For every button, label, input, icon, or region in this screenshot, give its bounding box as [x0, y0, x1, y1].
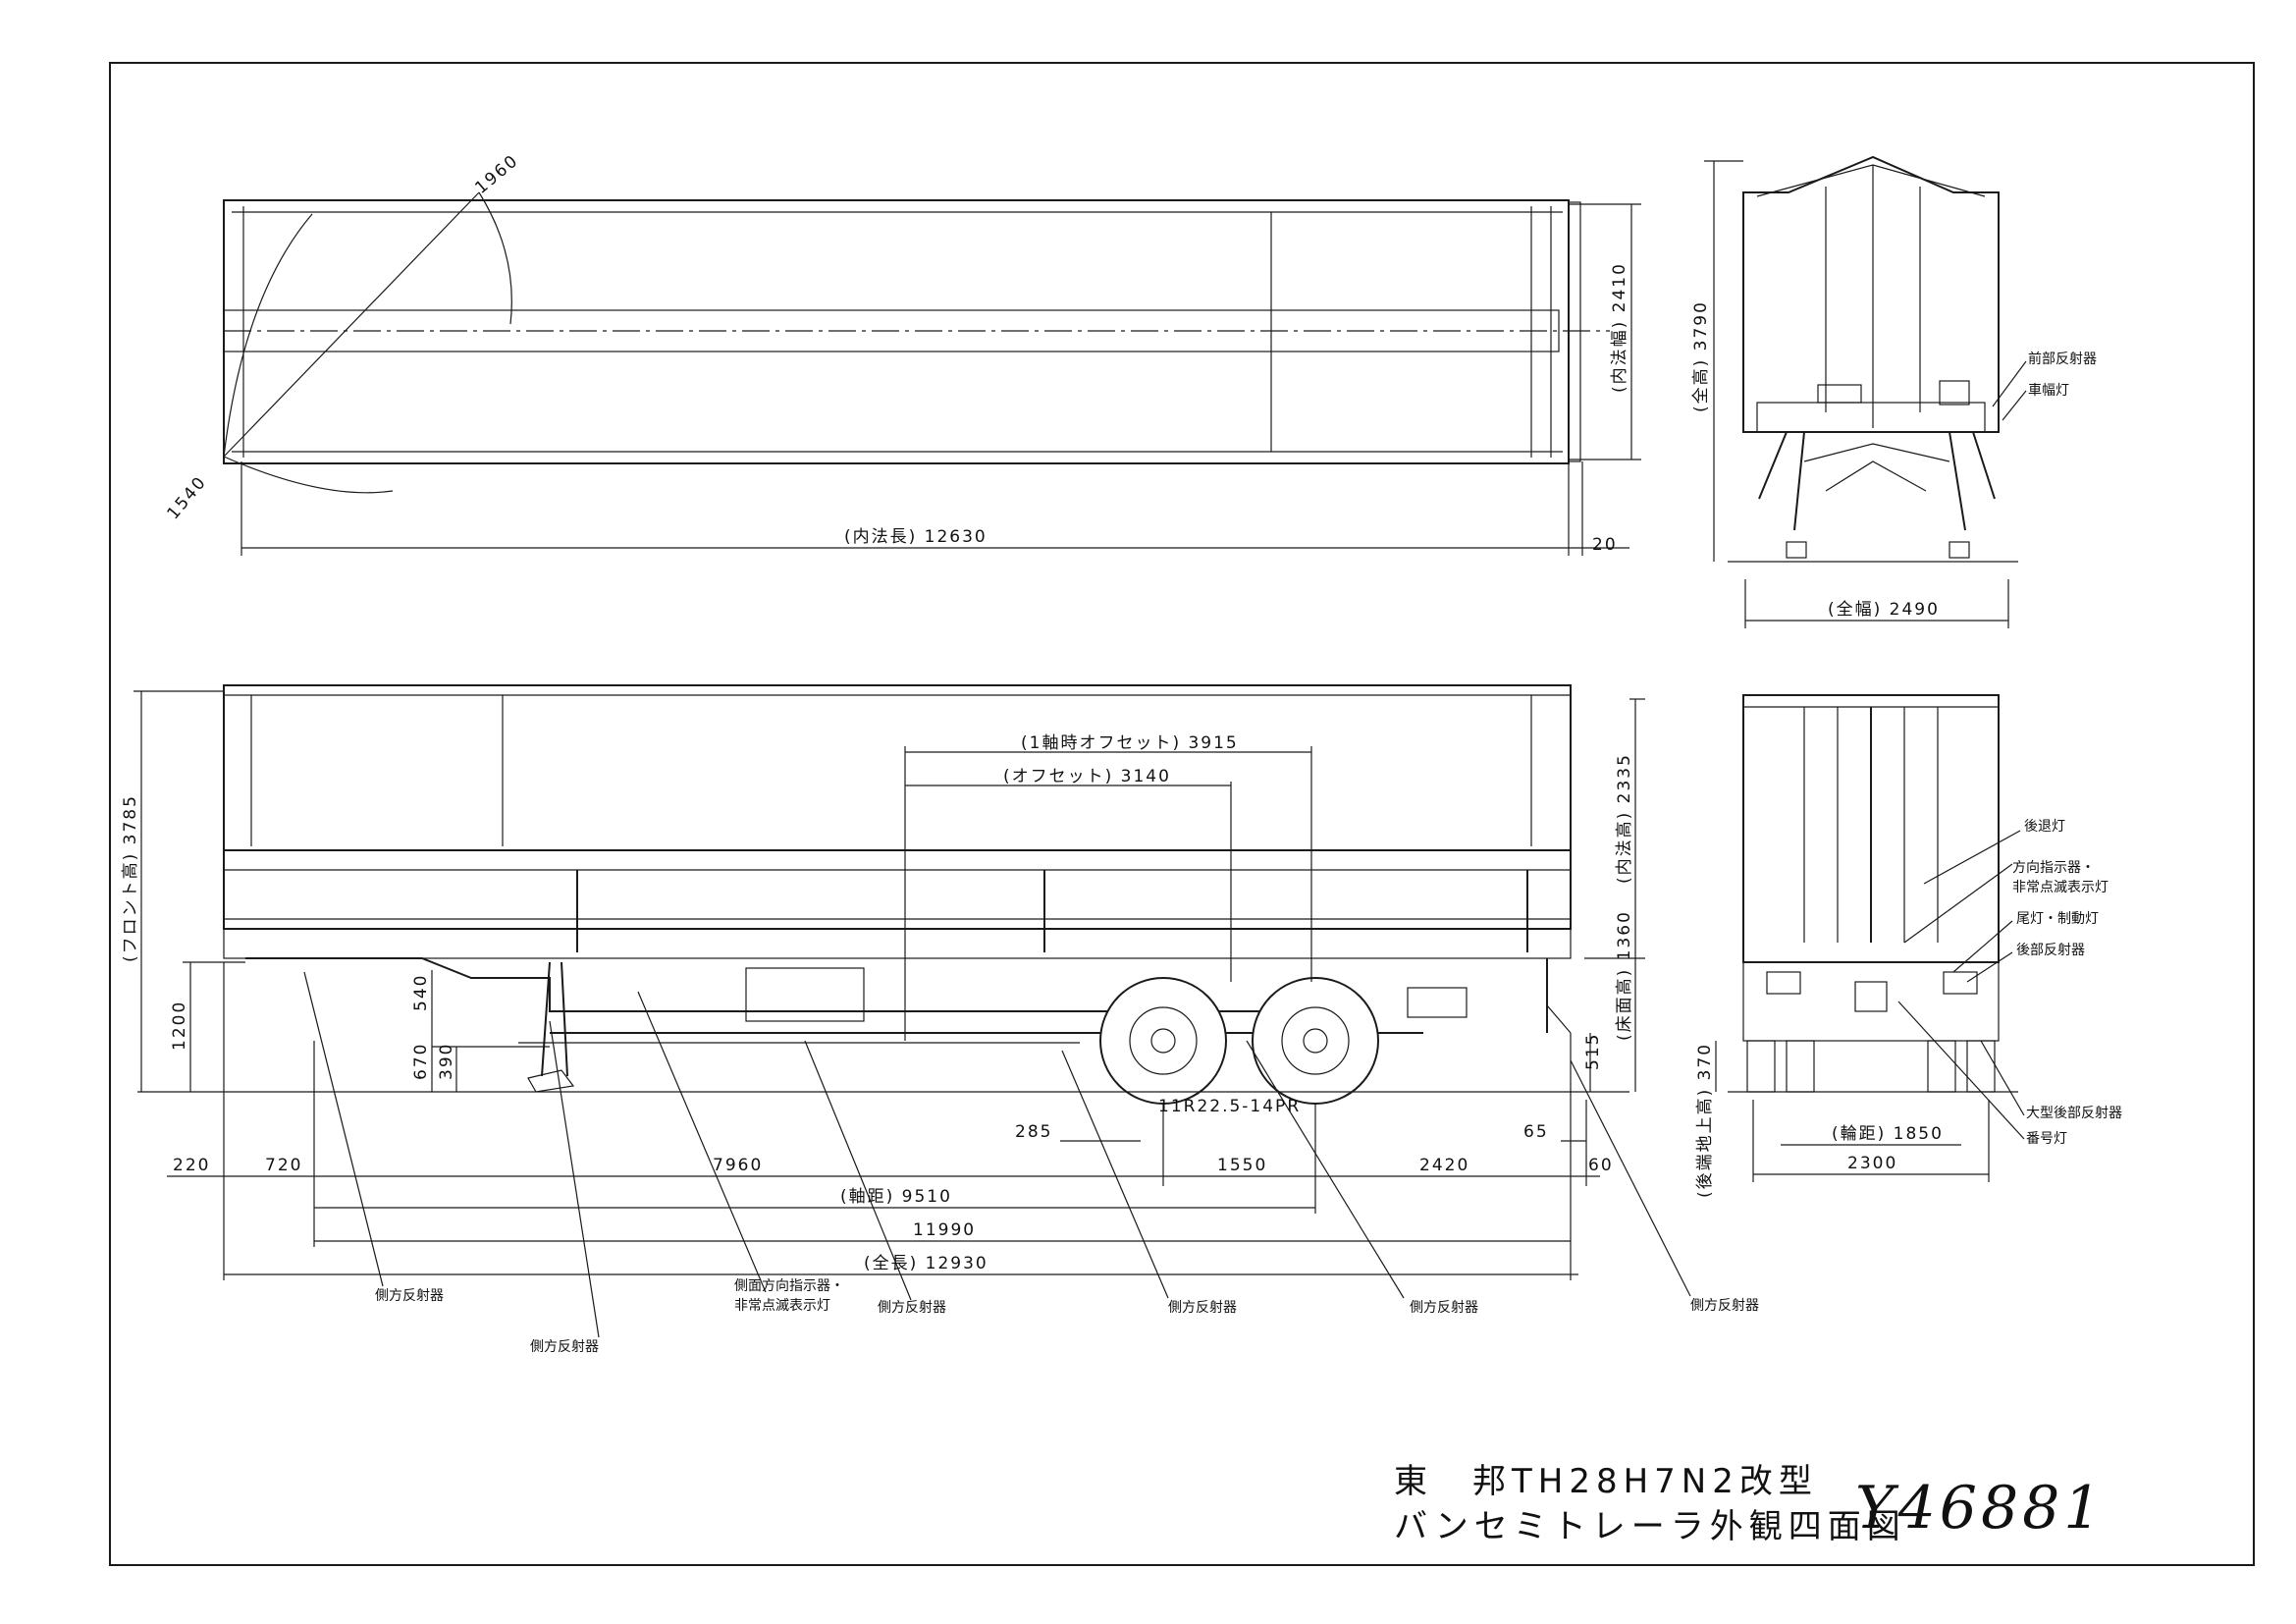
side-dim-670: 670 — [411, 1043, 431, 1080]
label-width-lamp: 車幅灯 — [2028, 382, 2069, 399]
top-rear-gap: 20 — [1592, 535, 1618, 555]
side-dim-220: 220 — [173, 1156, 210, 1175]
label-front-reflector: 前部反射器 — [2028, 351, 2097, 367]
side-dim-65: 65 — [1523, 1122, 1549, 1142]
top-view: (内法長) 12630 20 (内法幅) 2410 1540 1960 — [164, 151, 1641, 556]
front-body-outline — [1742, 155, 2000, 433]
rear-label-turn-2: 非常点滅表示灯 — [2012, 880, 2109, 895]
label-side-reflector-5: 側方反射器 — [1410, 1300, 1478, 1316]
side-offset: (オフセット) 3140 — [1003, 767, 1171, 786]
side-floor-height: (床面高) 1360 — [1615, 910, 1634, 1041]
side-wheel-1 — [1099, 977, 1227, 1105]
side-gate-panel — [223, 849, 1572, 930]
side-dim-1550: 1550 — [1217, 1156, 1267, 1175]
side-dim-60: 60 — [1588, 1156, 1614, 1175]
label-side-turn-2: 非常点滅表示灯 — [734, 1298, 830, 1314]
side-tire-size: 11R22.5-14PR — [1158, 1097, 1301, 1116]
side-overall-length: (全長) 12930 — [864, 1254, 988, 1273]
sheet-border — [109, 62, 2255, 1566]
title-line-1: 東 邦TH28H7N2改型 — [1394, 1462, 1818, 1501]
side-front-height: (フロント高) 3785 — [121, 794, 140, 962]
top-swing-radius-diag: 1960 — [471, 151, 522, 198]
front-overall-height: (全高) 3790 — [1691, 300, 1711, 412]
side-dim-11990: 11990 — [913, 1220, 976, 1240]
title-line-2: バンセミトレーラ外観四面図 — [1394, 1507, 1906, 1546]
side-dim-285: 285 — [1015, 1122, 1052, 1142]
label-side-turn-1: 側面方向指示器・ — [734, 1278, 844, 1294]
side-dim-7960: 7960 — [713, 1156, 763, 1175]
side-wheel-2 — [1252, 977, 1379, 1105]
label-side-reflector-6: 側方反射器 — [1690, 1298, 1759, 1314]
top-swing-radius-front: 1540 — [164, 472, 211, 523]
side-wheelbase: (軸距) 9510 — [840, 1187, 952, 1207]
side-dim-390: 390 — [437, 1043, 456, 1080]
rear-track: (輪距) 1850 — [1832, 1124, 1944, 1144]
side-inner-height: (内法高) 2335 — [1615, 753, 1634, 884]
rear-label-turn-1: 方向指示器・ — [2012, 860, 2095, 876]
label-side-reflector-4: 側方反射器 — [1168, 1300, 1237, 1316]
side-dim-2420: 2420 — [1419, 1156, 1469, 1175]
rear-label-tail-stop: 尾灯・制動灯 — [2016, 911, 2099, 927]
label-side-reflector-3: 側方反射器 — [878, 1300, 946, 1316]
rear-label-rear-reflector: 後部反射器 — [2016, 943, 2085, 958]
side-gooseneck — [245, 957, 1355, 1012]
label-side-reflector-2: 側方反射器 — [530, 1339, 599, 1355]
top-body-outline — [223, 199, 1570, 464]
rear-label-backup-lamp: 後退灯 — [2024, 819, 2065, 835]
front-view: (全高) 3790 (全幅) 2490 前部反射器 車幅灯 — [1691, 155, 2097, 628]
rear-overall-width: 2300 — [1847, 1154, 1897, 1173]
side-rear-515: 515 — [1583, 1033, 1603, 1070]
front-overall-width: (全幅) 2490 — [1828, 600, 1940, 620]
side-coupler-height: 1200 — [170, 1001, 189, 1051]
side-body-outline — [223, 684, 1572, 851]
top-inner-length: (内法長) 12630 — [844, 527, 988, 547]
side-dim-720: 720 — [265, 1156, 302, 1175]
label-side-reflector-1: 側方反射器 — [375, 1288, 444, 1304]
rear-label-large-reflector: 大型後部反射器 — [2026, 1106, 2122, 1121]
side-view: (1軸時オフセット) 3915 (オフセット) 3140 (フロント高) 378… — [121, 684, 1759, 1355]
rear-ground-height: (後端地上高) 370 — [1695, 1043, 1715, 1198]
top-inner-width: (内法幅) 2410 — [1610, 262, 1629, 393]
side-dim-540: 540 — [411, 974, 431, 1011]
title-block: 東 邦TH28H7N2改型 バンセミトレーラ外観四面図 Y46881 — [1394, 1462, 2105, 1546]
side-offset-one-axle: (1軸時オフセット) 3915 — [1021, 733, 1239, 753]
drawing-number: Y46881 — [1855, 1474, 2105, 1543]
rear-label-plate-lamp: 番号灯 — [2026, 1131, 2067, 1147]
rear-view: 後退灯 方向指示器・ 非常点滅表示灯 尾灯・制動灯 後部反射器 大型後部反射器 … — [1695, 694, 2122, 1198]
